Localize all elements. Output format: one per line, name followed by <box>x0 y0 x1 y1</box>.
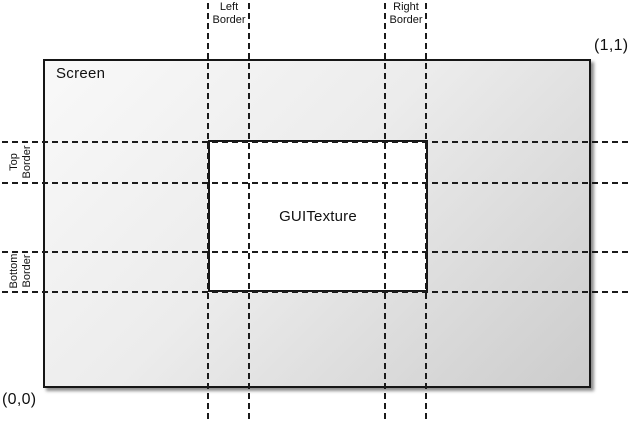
top-border-outer-line <box>2 141 629 143</box>
coordinate-bottom-left: (0,0) <box>2 391 37 408</box>
left-border-outer-line <box>207 3 209 423</box>
right-border-outer-line <box>425 3 427 423</box>
top-border-inner-line <box>2 182 629 184</box>
right-border-inner-line <box>384 3 386 423</box>
guitexture-label: GUITexture <box>279 207 357 225</box>
guitexture-rect: GUITexture <box>208 140 428 292</box>
left-border-inner-line <box>248 3 250 423</box>
screen-label: Screen <box>56 65 106 82</box>
bottom-border-outer-line <box>2 291 629 293</box>
bottom-border-inner-line <box>2 251 629 253</box>
bottom-border-label: Bottom Border <box>8 253 33 289</box>
left-border-label: Left Border <box>212 1 246 26</box>
top-border-label: Top Border <box>8 145 33 179</box>
right-border-label: Right Border <box>389 1 423 26</box>
coordinate-top-right: (1,1) <box>594 37 629 54</box>
